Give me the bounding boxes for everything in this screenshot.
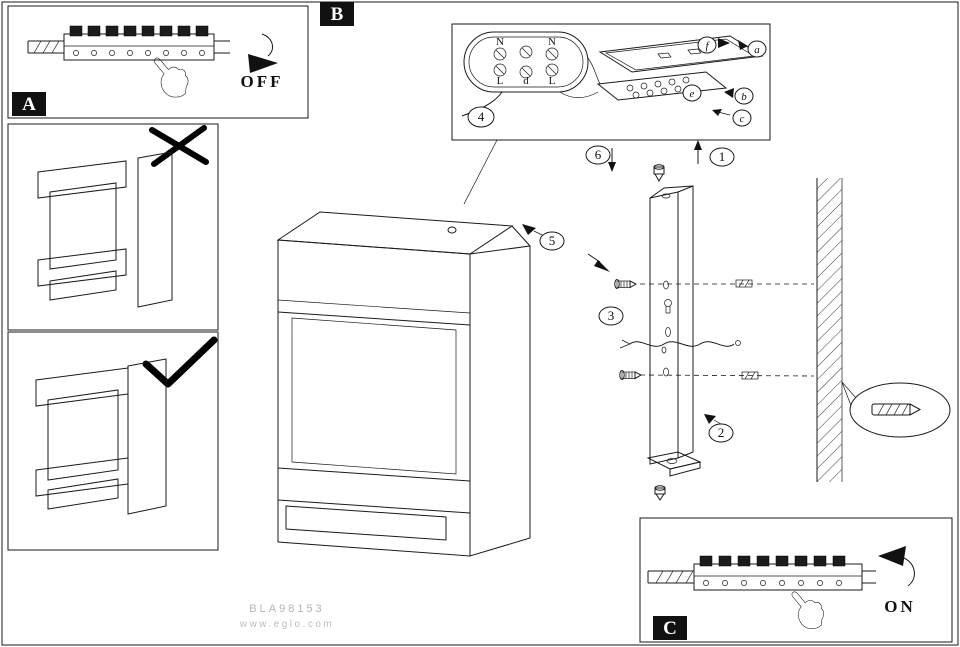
- svg-text:4: 4: [478, 109, 485, 124]
- callout-5: 5: [522, 224, 565, 251]
- pointer-arrow-5: [522, 224, 536, 235]
- terminal-label-d: d: [523, 75, 529, 87]
- callout-1: 1: [709, 147, 735, 167]
- lamp-knob: [447, 226, 457, 234]
- callout-3: 3: [598, 306, 624, 326]
- svg-text:5: 5: [549, 233, 556, 248]
- callout-2: 2: [704, 414, 734, 443]
- wiring-detail-frame: [451, 23, 771, 141]
- wall-anchor-2: [741, 371, 759, 380]
- off-label: OFF: [241, 72, 284, 91]
- on-arrow-icon: [878, 546, 915, 587]
- check-icon: [142, 336, 218, 388]
- callout-6: 6: [585, 145, 611, 165]
- pointer-arrow-f: [718, 38, 730, 48]
- svg-text:C: C: [663, 618, 677, 639]
- callout-4: 4: [467, 106, 495, 128]
- terminal-label-n2: N: [548, 36, 556, 48]
- arrow-down-icon: [608, 148, 616, 172]
- pointer-arrow-2: [704, 414, 716, 424]
- terminal-label-l1: L: [497, 75, 504, 87]
- svg-text:2: 2: [718, 425, 725, 440]
- svg-text:B: B: [331, 4, 344, 25]
- wall-drawing: [816, 178, 843, 482]
- pointer-arrow-b: [724, 88, 734, 98]
- callout-a: a: [747, 40, 767, 58]
- mains-wire-drawing: [461, 91, 503, 117]
- top-screw-icon: [653, 164, 665, 183]
- lamp-drawing-wrong: [37, 151, 173, 308]
- svg-text:a: a: [754, 44, 760, 56]
- panel-c: ON C: [639, 517, 953, 643]
- footer: BLA98153 www.eglo.com: [239, 603, 334, 630]
- wire-drawing: [619, 339, 741, 349]
- svg-text:A: A: [22, 94, 36, 115]
- on-label: ON: [884, 597, 916, 616]
- callout-e: e: [682, 84, 702, 102]
- svg-text:e: e: [690, 88, 695, 100]
- svg-text:f: f: [705, 40, 710, 52]
- screw-axis-line-2: [639, 374, 815, 377]
- terminal-strip-drawing-c: [647, 555, 876, 591]
- pointer-arrow-a: [738, 40, 748, 50]
- wrong-mount-panel: [7, 123, 219, 331]
- lamp-drawing-correct: [35, 358, 167, 515]
- mounting-assembly: 6 1: [585, 140, 951, 501]
- model-code: BLA98153: [249, 603, 324, 615]
- website: www.eglo.com: [239, 619, 334, 630]
- pointer-arrow-c: [712, 109, 731, 116]
- panel-c-label: C: [653, 616, 687, 640]
- correct-mount-panel: [7, 331, 219, 551]
- svg-text:3: 3: [608, 308, 615, 323]
- svg-text:c: c: [740, 113, 745, 125]
- wall-anchor-1: [735, 279, 753, 288]
- panel-a-label: A: [12, 92, 46, 116]
- main-lamp-drawing: [276, 211, 531, 557]
- terminal-strip-drawing: [27, 25, 230, 61]
- terminal-block-drawing: N N L d L: [463, 31, 589, 93]
- wiring-detail-panel: N N L d L: [451, 23, 771, 141]
- callout-f: f: [697, 36, 717, 54]
- bracket-drawing: [646, 185, 702, 477]
- callout-c: c: [732, 109, 752, 127]
- terminal-label-n1: N: [496, 36, 504, 48]
- off-arrow-icon: [248, 33, 278, 73]
- detail-leader-line: [463, 139, 498, 205]
- callout-b: b: [734, 87, 754, 105]
- panel-b-label: B: [320, 2, 354, 26]
- anchor-detail-magnifier: [841, 381, 951, 438]
- svg-text:1: 1: [719, 149, 726, 164]
- side-screw-1: [587, 253, 638, 289]
- cross-icon: [149, 125, 209, 167]
- bottom-screw-icon: [654, 485, 666, 501]
- wrong-mount-frame: [7, 123, 219, 331]
- wall-plug-icon: [871, 403, 922, 416]
- svg-text:6: 6: [595, 147, 602, 162]
- panel-a: OFF A: [7, 5, 309, 119]
- side-screw-2: [619, 370, 643, 380]
- arrow-up-icon: [694, 140, 702, 164]
- svg-text:b: b: [741, 91, 747, 103]
- terminal-label-l2: L: [549, 75, 556, 87]
